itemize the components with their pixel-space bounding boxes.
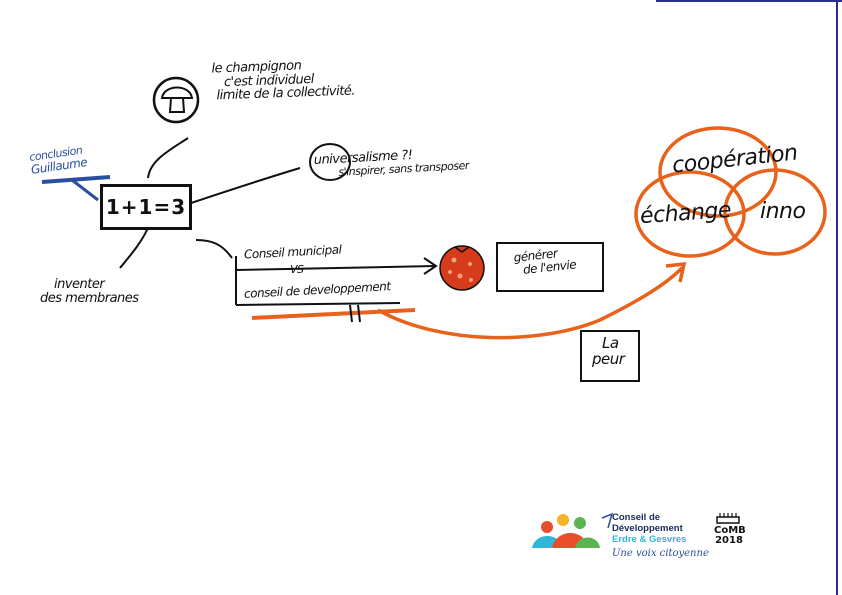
logo-line2: Développement: [612, 523, 683, 534]
orange-arrow: [377, 266, 684, 340]
logo-line1: Conseil de: [612, 512, 661, 523]
logo-text: Conseil de Développement Erdre & Gesvres: [612, 512, 686, 545]
comb-text: CoMB 2018: [714, 525, 746, 546]
generer-text: générer de l'envie: [497, 239, 603, 279]
conclusion-stem: [71, 178, 99, 202]
peur-text: La peur: [582, 332, 638, 368]
logo-line3: Erdre & Gesvres: [612, 534, 687, 545]
inventer-text: inventer des membranes: [40, 278, 139, 305]
inventer-line1: inventer: [54, 277, 105, 292]
line-to-universalisme: [187, 167, 301, 205]
line-to-conseils: [195, 239, 233, 259]
vs-text: VS: [290, 263, 304, 276]
peur-line2: peur: [592, 349, 625, 368]
equation-text: 1+1=3: [105, 195, 187, 219]
underline-ticks: [349, 304, 361, 323]
mushroom-icon: [152, 76, 200, 124]
arrow-to-tomato: [235, 265, 436, 271]
tomato-icon: [439, 245, 485, 291]
conseil-logo-icon: [532, 512, 614, 548]
comb-icon: [716, 513, 740, 524]
central-equation-box: 1+1=3: [100, 184, 192, 230]
comb-line2: 2018: [715, 535, 743, 546]
generer-box: générer de l'envie: [496, 242, 604, 292]
venn-label-inno: inno: [760, 199, 806, 224]
orange-underline: [251, 308, 416, 320]
peur-box: La peur: [580, 330, 640, 382]
venn-circle-top: [658, 126, 778, 218]
top-border-line: [656, 0, 842, 2]
inventer-line2: des membranes: [40, 290, 139, 306]
right-border-line: [836, 0, 838, 595]
champignon-text: le champignon c'est individuel limite de…: [211, 58, 355, 103]
venn-circle-left: [634, 170, 746, 258]
peur-line1: La: [602, 334, 619, 352]
arrow-head-tomato: [423, 257, 438, 275]
logo-tagline: Une voix citoyenne: [612, 548, 709, 559]
conclusion-underline: [41, 175, 111, 184]
line-to-champignon: [147, 137, 189, 179]
universalisme-circle: [309, 143, 351, 181]
line-to-inventer: [119, 227, 149, 269]
orange-arrow-head: [665, 261, 687, 283]
venn-circle-right: [723, 168, 827, 256]
line-under-conseils: [235, 302, 401, 306]
comb-line1: CoMB: [714, 525, 746, 536]
